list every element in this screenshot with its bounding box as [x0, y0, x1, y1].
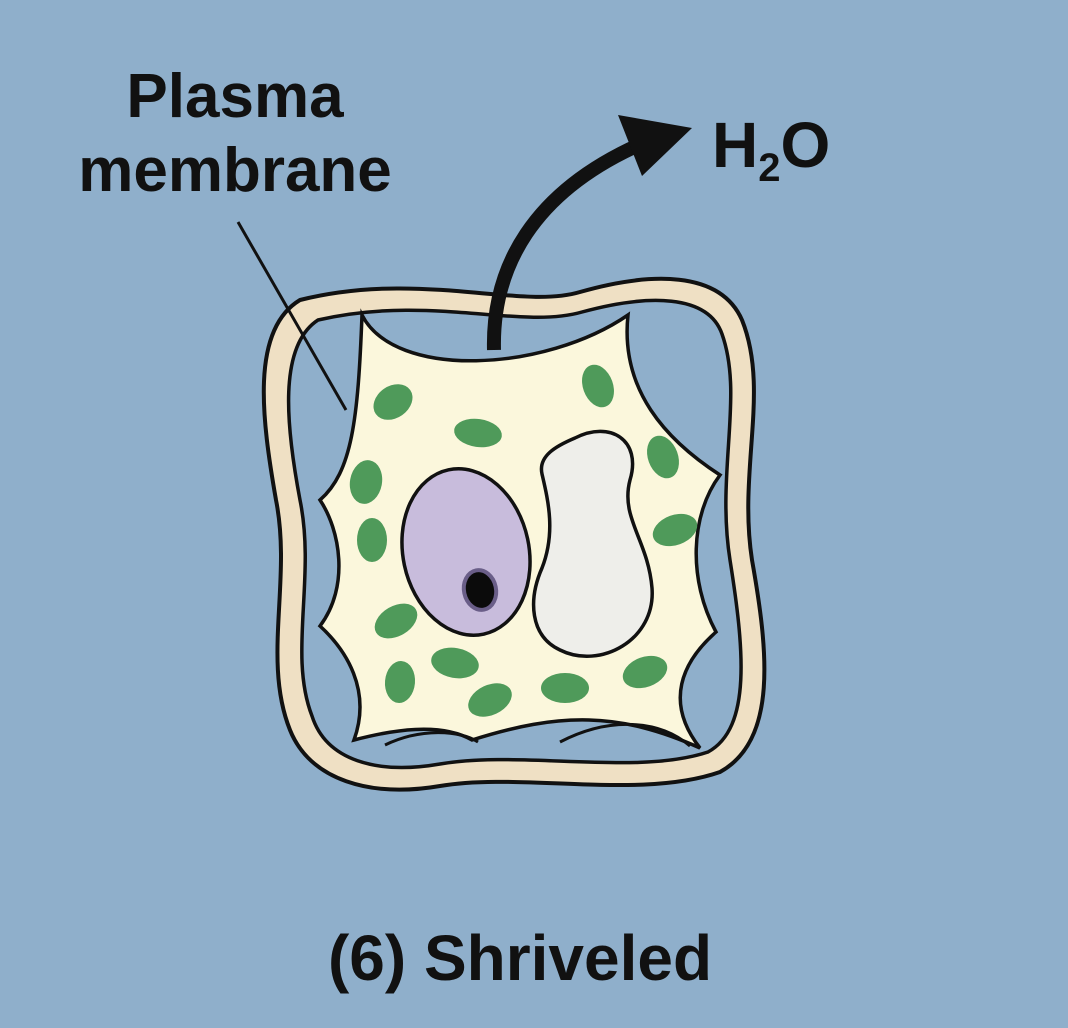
plasma-membrane-label-line1: Plasma: [30, 60, 440, 134]
water-label-subscript: 2: [758, 146, 780, 190]
water-label-tail: O: [780, 109, 830, 181]
caption-label: (6) Shriveled: [230, 918, 810, 998]
chloroplast: [541, 673, 589, 703]
chloroplast: [357, 518, 387, 562]
plasma-membrane-label: Plasma membrane: [30, 60, 440, 208]
water-label: H2O: [712, 108, 830, 182]
water-label-base: H: [712, 109, 758, 181]
plasma-membrane-label-line2: membrane: [30, 134, 440, 208]
